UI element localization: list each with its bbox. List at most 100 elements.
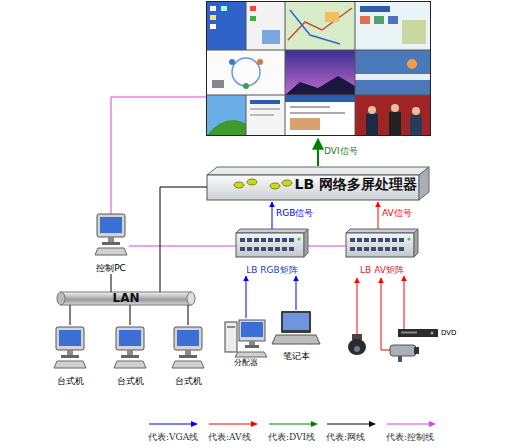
monitor-stand [127, 350, 133, 355]
desktop-icon [210, 15, 216, 20]
node-label: 台式机 [164, 376, 212, 387]
tile-divider [207, 50, 430, 51]
legend-item: 代表:网线 [326, 419, 386, 443]
cable-connector [404, 276, 405, 329]
monitor-screen [100, 217, 122, 233]
person-body [410, 115, 422, 135]
status-led [247, 179, 257, 185]
pipe-end [57, 292, 65, 305]
screen-tile [207, 95, 246, 135]
web-map [402, 20, 426, 44]
desktop-pc: 台式机 [164, 325, 212, 387]
matrix-port [399, 247, 404, 251]
status-led [408, 238, 411, 241]
legend-text: 代表:AV线 [208, 431, 251, 444]
matrix-top [346, 229, 418, 233]
legend-text: 代表:网线 [326, 431, 365, 444]
legend-item: 代表:DVI线 [268, 419, 328, 443]
status-led [234, 182, 244, 188]
monitor-base [121, 355, 139, 358]
matrix-port [261, 247, 266, 251]
dvd-player: DVD [398, 326, 460, 342]
matrix-port [282, 238, 287, 242]
keyboard [235, 352, 267, 357]
matrix-top [236, 229, 308, 233]
node-label: 台式机 [46, 376, 94, 387]
camera-lens [414, 347, 419, 354]
node-label: 台式机 [106, 376, 154, 387]
matrix-port [275, 247, 280, 251]
node-label: 控制PC [85, 263, 137, 274]
diagram-dot [243, 83, 249, 89]
screen-tile [285, 95, 355, 135]
legend-swatch [327, 424, 370, 425]
matrix-port [275, 238, 280, 242]
monitor-frame [56, 327, 84, 350]
processor-side [419, 167, 429, 200]
node-label: LB AV矩阵 [342, 265, 422, 276]
keyboard [95, 248, 127, 255]
matrix-port [240, 247, 245, 251]
legend-swatch [269, 424, 312, 425]
monitor-stand [185, 350, 191, 355]
status-led [298, 238, 301, 241]
legend-swatch [387, 424, 430, 425]
screen-tile [246, 2, 285, 50]
diagram-dot [229, 59, 235, 65]
desktop-pc: 台式机 [106, 325, 154, 387]
keyboard [172, 361, 204, 368]
dome-camera [348, 334, 366, 355]
matrix-port [289, 238, 294, 242]
av-cable [381, 278, 390, 350]
web-photo [290, 118, 320, 130]
legend-sample [208, 419, 260, 429]
matrix-port [350, 238, 355, 242]
control-line [111, 97, 206, 214]
laptop-lid [281, 311, 311, 333]
map-river [290, 10, 340, 44]
dvi-arrow [317, 139, 319, 166]
monitor-frame [97, 214, 125, 237]
camera-dome [348, 339, 366, 355]
matrix-port [357, 238, 362, 242]
rgb-matrix: LB RGB矩阵 [232, 228, 312, 276]
matrix-port [371, 238, 376, 242]
matrix-port [364, 247, 369, 251]
legend-swatch [149, 424, 192, 425]
node-label: 笔记本 [272, 351, 320, 362]
node-label: LAN [55, 290, 197, 307]
legend-swatch [209, 424, 252, 425]
legend-text: 代表:VGA线 [148, 431, 198, 444]
matrix-port [399, 238, 404, 242]
arrow-head [369, 421, 376, 427]
diagram-dot [257, 59, 263, 65]
matrix-port [247, 238, 252, 242]
monitor-screen [177, 330, 199, 346]
camera-body [390, 345, 416, 356]
matrix-side [414, 229, 418, 257]
tile-divider [207, 95, 430, 96]
signal-label: AV信号 [382, 208, 412, 219]
monitor-screen [119, 330, 141, 346]
matrix-side [304, 229, 308, 257]
matrix-port [371, 247, 376, 251]
dvd-body [398, 329, 438, 337]
disc-tray [401, 332, 417, 334]
desktop-icon [250, 16, 256, 21]
tile-divider [246, 95, 247, 135]
monitor-base [61, 355, 79, 358]
av-matrix: LB AV矩阵 [342, 228, 422, 276]
screen-tile [355, 95, 430, 135]
map-road [288, 8, 352, 40]
desktop-icon [210, 24, 216, 29]
matrix-port [378, 238, 383, 242]
monitor-base [179, 355, 197, 358]
keyboard [54, 361, 86, 368]
monitor-stand [67, 350, 73, 355]
legend-sample [268, 419, 320, 429]
cable-connector [296, 276, 297, 310]
matrix-port [392, 238, 397, 242]
screen-tile [207, 2, 246, 50]
web-block [374, 16, 384, 24]
person-body [366, 114, 378, 135]
